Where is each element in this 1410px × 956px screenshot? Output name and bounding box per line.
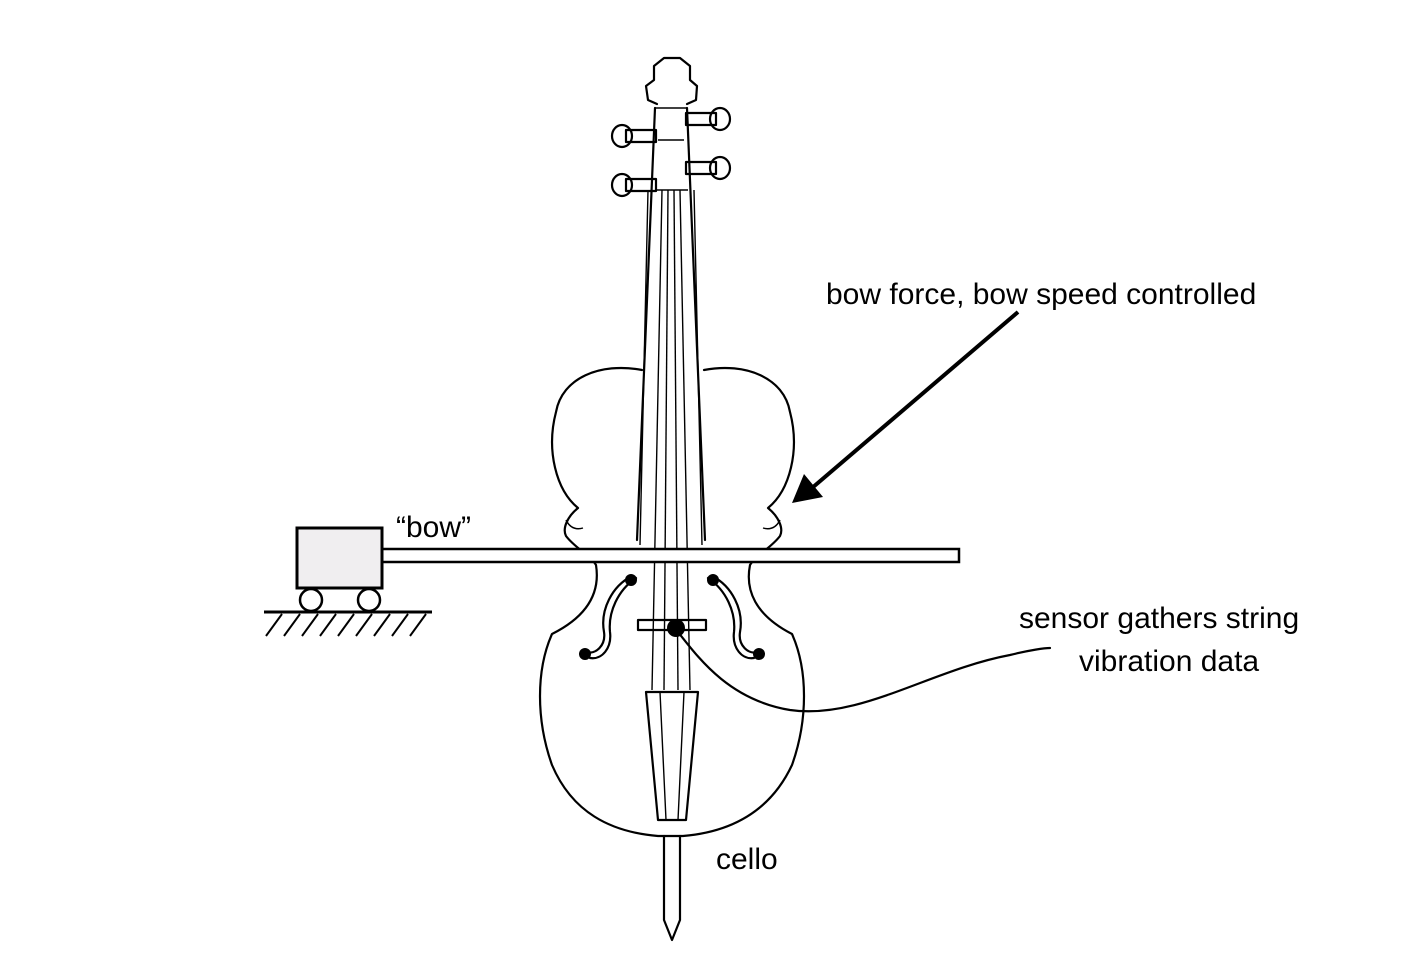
f-hole-right xyxy=(706,574,765,660)
ground-hatching xyxy=(265,613,427,637)
label-sensor-line2: vibration data xyxy=(1079,645,1259,678)
peg-left-lower xyxy=(610,172,658,198)
peg-left-upper xyxy=(610,123,658,149)
strings xyxy=(651,189,691,691)
fingerboard xyxy=(639,189,703,546)
carriage-wheel-left xyxy=(298,587,324,613)
sensor xyxy=(667,619,1052,713)
tailpiece xyxy=(644,690,700,822)
c-bout-left xyxy=(565,519,584,530)
label-force-speed: bow force, bow speed controlled xyxy=(826,278,1256,311)
bow-mechanism xyxy=(264,526,961,637)
label-bow: “bow” xyxy=(396,511,471,544)
pegbox xyxy=(655,107,688,191)
carriage-wheel-right xyxy=(356,587,382,613)
cello xyxy=(538,56,806,942)
bow-rod xyxy=(380,547,961,564)
force-arrow xyxy=(792,310,1020,503)
label-sensor-line1: sensor gathers string xyxy=(1019,602,1299,635)
c-bout-right xyxy=(762,519,781,530)
tailpiece-inner xyxy=(659,691,685,821)
endpin xyxy=(662,834,682,942)
bridge xyxy=(636,618,708,632)
peg-right-lower xyxy=(684,155,732,181)
neck xyxy=(635,106,707,542)
f-hole-left xyxy=(579,574,638,660)
peg-right-upper xyxy=(684,106,732,132)
arrow-head xyxy=(792,474,823,503)
scroll xyxy=(644,56,699,106)
sensor-cable xyxy=(676,630,1052,713)
bow-carriage xyxy=(295,526,384,590)
cello-body-outline xyxy=(538,366,806,838)
label-cello: cello xyxy=(716,843,778,876)
sensor-dot xyxy=(667,619,685,637)
